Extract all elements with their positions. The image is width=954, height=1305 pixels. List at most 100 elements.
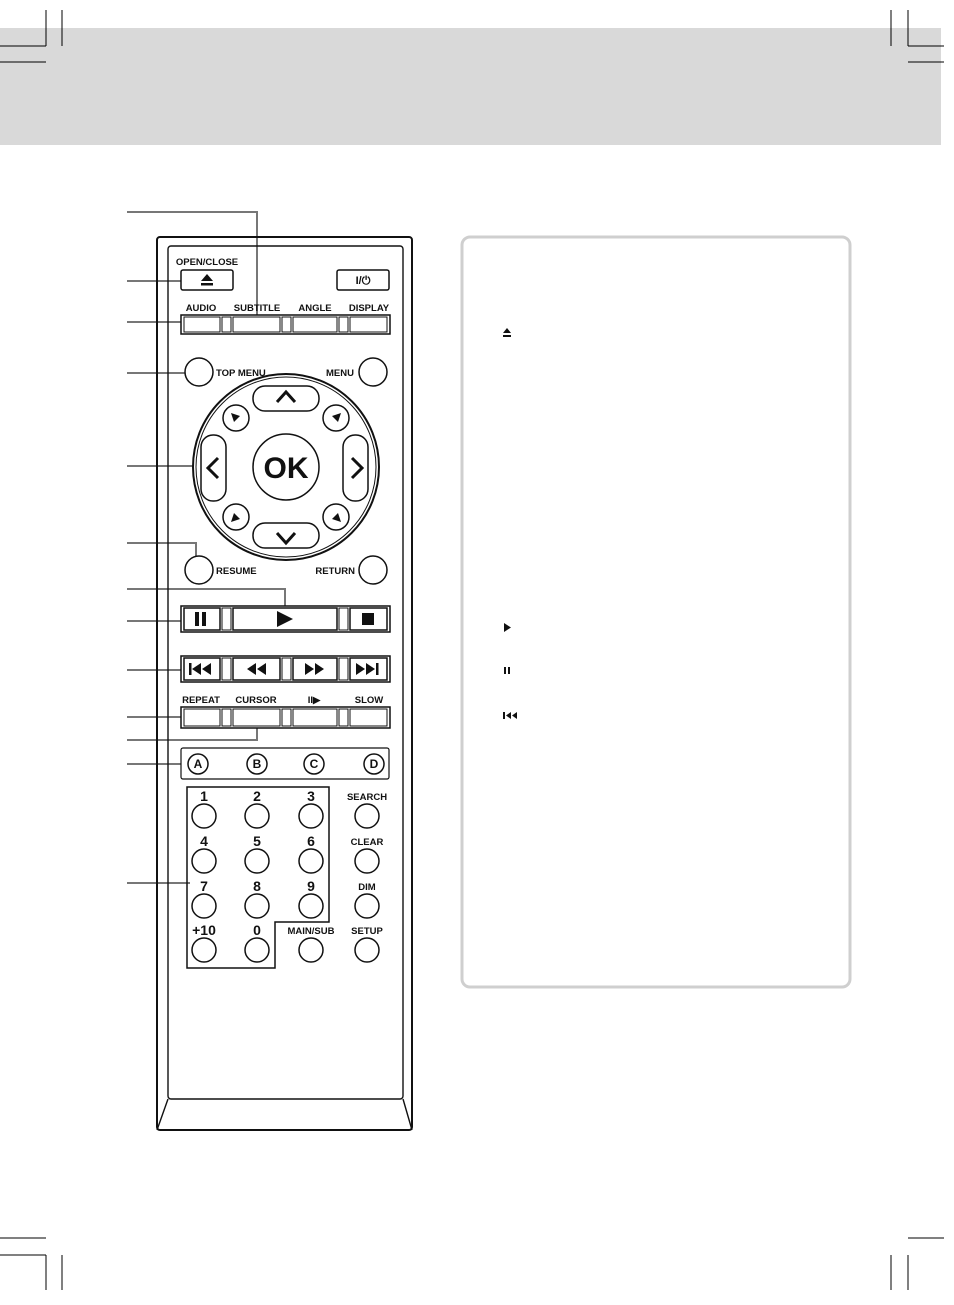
digit-9-label: 9: [307, 878, 315, 894]
display-button[interactable]: [349, 316, 388, 333]
audio-label: AUDIO: [186, 303, 217, 314]
d-button[interactable]: [363, 753, 385, 775]
ok-button[interactable]: [252, 433, 320, 501]
b-label: B: [253, 757, 262, 771]
menu-button[interactable]: [358, 357, 388, 387]
return-button[interactable]: [358, 555, 388, 585]
a-button[interactable]: [187, 753, 209, 775]
skip-back-icon: [189, 663, 211, 675]
playback-row: [180, 605, 391, 633]
digit-2-label: 2: [253, 788, 261, 804]
play-icon: [277, 611, 293, 627]
header-band: [0, 28, 941, 145]
main-sub-button[interactable]: [298, 937, 324, 963]
pause-button[interactable]: [183, 607, 221, 631]
slow-button[interactable]: [349, 708, 388, 727]
audio-button[interactable]: [183, 316, 221, 333]
nav-up-button[interactable]: [252, 385, 320, 412]
arrow-down-right-icon: [332, 513, 341, 522]
top-menu-button[interactable]: [184, 357, 214, 387]
play-button[interactable]: [232, 607, 338, 631]
skip-forward-icon: [356, 663, 379, 675]
eject-icon: [503, 328, 511, 333]
setup-label: SETUP: [351, 926, 383, 937]
plus-10-button[interactable]: [191, 937, 217, 963]
repeat-label: REPEAT: [182, 695, 220, 706]
digit-3-button[interactable]: [298, 803, 324, 829]
power-label: I/⏻: [356, 274, 371, 287]
c-button[interactable]: [303, 753, 325, 775]
digit-4-button[interactable]: [191, 848, 217, 874]
function-row: [180, 314, 391, 335]
power-button[interactable]: I/⏻: [336, 269, 390, 291]
digit-2-button[interactable]: [244, 803, 270, 829]
chevron-up-icon: [275, 389, 297, 404]
display-label: DISPLAY: [349, 303, 390, 314]
arrow-down-left-icon: [231, 513, 240, 522]
dim-label: DIM: [358, 882, 376, 893]
subtitle-button[interactable]: [232, 316, 281, 333]
fast-forward-button[interactable]: [292, 657, 338, 681]
digit-8-button[interactable]: [244, 893, 270, 919]
b-button[interactable]: [246, 753, 268, 775]
resume-label: RESUME: [216, 566, 257, 577]
nav-right-button[interactable]: [342, 434, 369, 502]
return-label: RETURN: [315, 566, 355, 577]
crop-marks: [0, 10, 944, 1290]
digit-6-button[interactable]: [298, 848, 324, 874]
number-pad-frame: [186, 786, 330, 969]
info-panel: [460, 235, 852, 989]
skip-back-button[interactable]: [183, 657, 221, 681]
top-menu-label: TOP MENU: [216, 368, 266, 379]
arrow-up-right-icon: [332, 413, 341, 422]
nav-down-right-button[interactable]: [322, 503, 350, 531]
digit-6-label: 6: [307, 833, 315, 849]
stop-button[interactable]: [349, 607, 388, 631]
pause-icon: [195, 612, 199, 626]
nav-down-left-button[interactable]: [222, 503, 250, 531]
digit-7-button[interactable]: [191, 893, 217, 919]
slow-label: SLOW: [355, 695, 384, 706]
nav-up-left-button[interactable]: [222, 404, 250, 432]
eject-icon: [201, 274, 213, 281]
open-close-label: OPEN/CLOSE: [176, 257, 238, 268]
digit-7-label: 7: [200, 878, 208, 894]
search-label: SEARCH: [347, 792, 387, 803]
cursor-label: CURSOR: [235, 695, 276, 706]
search-button[interactable]: [354, 803, 380, 829]
digit-0-label: 0: [253, 922, 261, 938]
digit-5-label: 5: [253, 833, 261, 849]
digit-9-button[interactable]: [298, 893, 324, 919]
arrow-up-left-icon: [231, 413, 240, 422]
digit-0-button[interactable]: [244, 937, 270, 963]
skip-forward-button[interactable]: [349, 657, 388, 681]
color-button-group: [180, 747, 390, 780]
menu-label: MENU: [326, 368, 354, 379]
remote-control: [156, 236, 413, 1131]
step-label: II▶: [308, 695, 322, 706]
digit-1-label: 1: [200, 788, 208, 804]
setup-button[interactable]: [354, 937, 380, 963]
step-button[interactable]: [292, 708, 338, 727]
digit-8-label: 8: [253, 878, 261, 894]
clear-label: CLEAR: [351, 837, 384, 848]
angle-label: ANGLE: [298, 303, 331, 314]
clear-button[interactable]: [354, 848, 380, 874]
rewind-button[interactable]: [232, 657, 281, 681]
resume-button[interactable]: [184, 555, 214, 585]
angle-button[interactable]: [292, 316, 338, 333]
plus-10-label: +10: [192, 922, 216, 938]
nav-down-button[interactable]: [252, 522, 320, 549]
nav-left-button[interactable]: [200, 434, 227, 502]
subtitle-label: SUBTITLE: [234, 303, 280, 314]
repeat-button[interactable]: [183, 708, 221, 727]
digit-1-button[interactable]: [191, 803, 217, 829]
cursor-button[interactable]: [232, 708, 281, 727]
digit-5-button[interactable]: [244, 848, 270, 874]
chevron-left-icon: [205, 456, 220, 480]
nav-up-right-button[interactable]: [322, 404, 350, 432]
dim-button[interactable]: [354, 893, 380, 919]
main-sub-label: MAIN/SUB: [288, 926, 335, 937]
open-close-button[interactable]: [180, 269, 234, 291]
